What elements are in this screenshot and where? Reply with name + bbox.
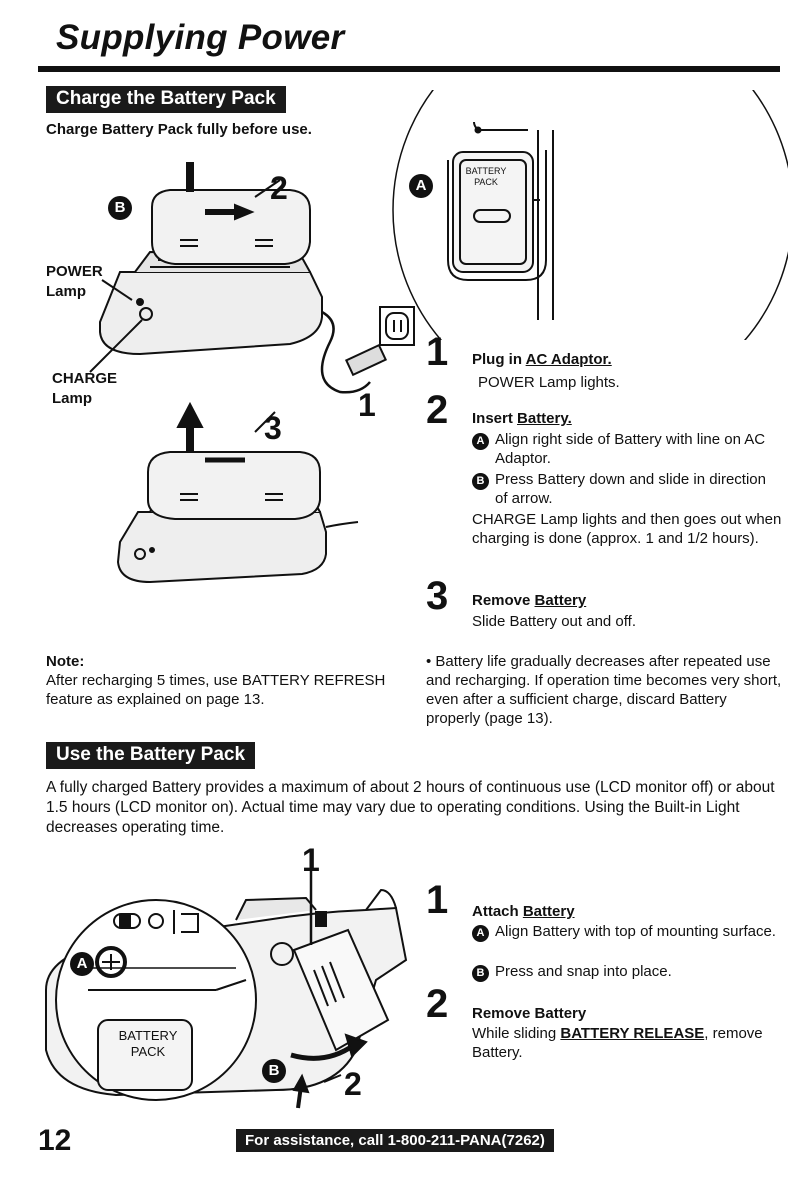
section-header-charge: Charge the Battery Pack [46,86,286,113]
use-step-1-substep-b: B Press and snap into place. [472,962,784,982]
battery-pack-label-line1: BATTERY [465,166,507,176]
battery-link-attach[interactable]: Battery [522,903,575,920]
charge-step-1-title-prefix: Plug in [472,351,526,368]
section-header-use: Use the Battery Pack [46,742,256,769]
title-rule [38,66,780,72]
charge-intro: Charge Battery Pack fully before use. [46,121,312,138]
ac-adaptor-link[interactable]: AC Adaptor. [525,351,612,368]
callout-a-badge: A [409,174,433,198]
use-step-1-substep-a: A Align Battery with top of mounting surf… [472,922,784,942]
charge-step-3-title: Remove Battery [472,592,586,609]
page-number: 12 [38,1124,72,1157]
charge-step-3-body: Slide Battery out and off. [472,613,636,630]
charge-step-2-body: CHARGE Lamp lights and then goes out whe… [472,511,782,547]
use-battery-pack-label-line2: PACK [130,1044,166,1059]
callout-b-badge: B [108,196,132,220]
use-step-2-body: While sliding BATTERY RELEASE, remove Ba… [472,1024,772,1062]
charge-step-2-substep-a: A Align right side of Battery with line o… [472,430,784,468]
magnified-battery-slot-detail [392,90,788,340]
substep-b-badge: B [472,473,489,490]
camcorder-illustration [45,870,408,1109]
charger-illustration [89,162,415,584]
battery-life-bullet: • Battery life gradually decreases after… [426,653,782,727]
charge-step-2-substep-b: B Press Battery down and slide in directi… [472,470,784,508]
note-title: Note: [46,653,85,670]
charge-step-3-number: 3 [426,574,449,618]
use-callout-a-badge: A [70,952,94,976]
charge-lamp-label-line2: Lamp [52,390,93,407]
use-battery-pack-label-line1: BATTERY [118,1028,178,1043]
use-substep-a-text: Align Battery with top of mounting surfa… [495,923,776,940]
charge-lamp-label-line1: CHARGE [52,370,118,387]
use-intro: A fully charged Battery provides a maxim… [46,779,775,836]
use-step-1-number: 1 [426,878,449,922]
power-lamp-label-line1: POWER [46,263,103,280]
charge-step-2-title-prefix: Insert [472,410,518,427]
battery-pack-label-line2: PACK [474,177,498,187]
use-battery-pack-label: BATTERY PACK [108,1028,188,1060]
use-substep-a-badge: A [472,925,489,942]
substep-a-badge: A [472,433,489,450]
callout-number-2: 2 [270,170,288,206]
charge-step-2-title: Insert Battery. [472,410,572,427]
use-step-2-title: Remove Battery [472,1005,587,1022]
charge-step-2-number: 2 [426,388,449,432]
callout-number-1: 1 [358,387,376,423]
use-callout-number-2: 2 [344,1066,362,1102]
use-callout-number-1: 1 [302,842,320,878]
power-lamp-label-line2: Lamp [46,283,87,300]
use-step-1-title-prefix: Attach [472,903,523,920]
assistance-footer: For assistance, call 1-800-211-PANA(7262… [236,1129,554,1152]
battery-pack-label: BATTERY PACK [456,166,516,188]
use-callout-b-badge: B [262,1059,286,1083]
charge-step-1-body: POWER Lamp lights. [478,374,620,391]
substep-a-text: Align right side of Battery with line on… [495,431,766,467]
charge-step-1-title: Plug in AC Adaptor. [472,351,612,368]
use-step-2-number: 2 [426,982,449,1026]
use-substep-b-badge: B [472,965,489,982]
battery-link-insert[interactable]: Battery. [517,410,572,427]
use-step-2-body-suffix: , remove Battery. [472,1025,763,1061]
battery-link-remove[interactable]: Battery [534,592,587,609]
page-title: Supplying Power [56,18,345,57]
substep-b-text: Press Battery down and slide in directio… [495,471,766,507]
use-step-1-title: Attach Battery [472,903,575,920]
charge-step-3-title-prefix: Remove [472,592,535,609]
use-step-2-body-prefix: While sliding [472,1025,561,1042]
battery-release-link[interactable]: BATTERY RELEASE [560,1025,705,1042]
charge-step-1-number: 1 [426,330,449,374]
note-body: After recharging 5 times, use BATTERY RE… [46,672,386,708]
callout-number-3: 3 [264,410,282,446]
use-substep-b-text: Press and snap into place. [495,963,672,980]
